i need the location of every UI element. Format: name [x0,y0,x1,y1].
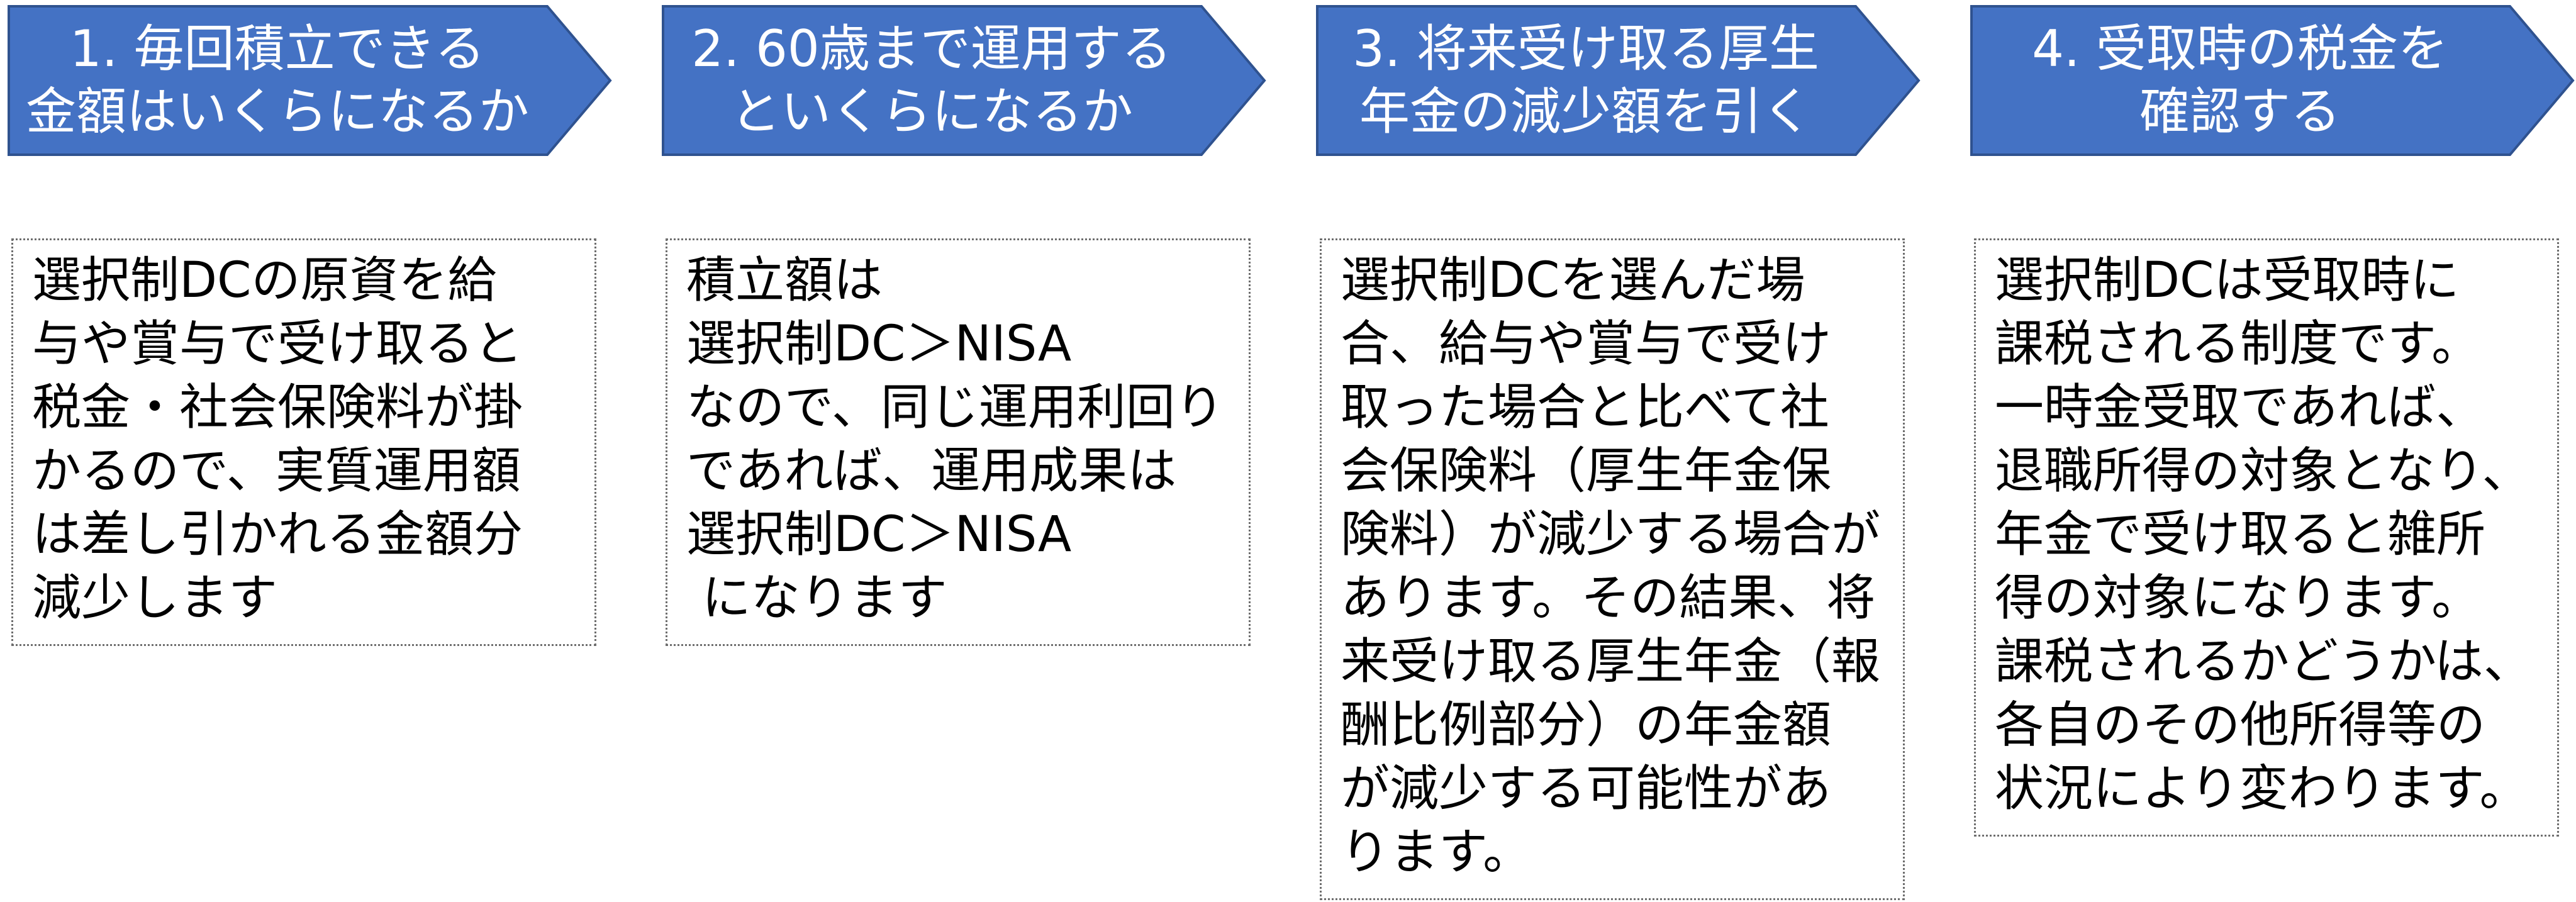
step-1-desc-line: かるので、実質運用額 [32,443,521,499]
step-3-desc-line: ります。 [1341,824,1532,881]
step-1-desc-line: 与や賞与で受け取ると [32,316,523,372]
step-3-desc-line: 険料）が減少する場合が [1341,506,1881,563]
step-2-arrow-label: 2. 60歳まで運用する といくらになるか [662,5,1202,156]
step-4-desc-line: 状況により変わります。 [1995,760,2529,817]
step-2-arrow: 2. 60歳まで運用する といくらになるか [662,5,1266,156]
step-3-desc-line: 取った場合と比べて社 [1341,379,1829,436]
step-3-description-box: 選択制DCを選んだ場 合、給与や賞与で受け 取った場合と比べて社 会保険料（厚生… [1320,238,1905,900]
step-1-desc-line: 税金・社会保険料が掛 [32,379,523,436]
step-2-desc-line: 選択制DC＞NISA [686,506,1072,563]
step-2-desc-line: であれば、運用成果は [686,443,1177,499]
step-1-desc-line: 選択制DCの原資を給 [32,252,497,309]
step-3-desc-line: 来受け取る厚生年金（報 [1341,633,1881,690]
step-3-arrow-shape [1316,5,1921,156]
step-1-arrow-label: 1. 毎回積立できる 金額はいくらになるか [8,5,547,156]
step-2-arrow-line-1: 2. 60歳まで運用する [691,19,1172,78]
step-2-desc-line: になります [686,570,947,626]
step-4-desc-line: 退職所得の対象となり、 [1995,443,2531,499]
step-3-desc-line: が減少する可能性があ [1341,760,1832,817]
step-2-arrow-line-2: といくらになるか [730,82,1133,141]
step-4-desc-line: 課税されるかどうかは、 [1995,633,2533,690]
step-3: 3. 将来受け取る厚生 年金の減少額を引く 選択制DCを選んだ場 合、給与や賞与… [1308,0,1921,902]
step-2-desc-line: 積立額は [686,252,883,309]
step-1-arrow-shape [8,5,612,156]
step-3-arrow-label: 3. 将来受け取る厚生 年金の減少額を引く [1316,5,1856,156]
step-4-description-box: 選択制DCは受取時に 課税される制度です。 一時金受取であれば、 退職所得の対象… [1974,238,2559,837]
step-1-desc-line: 減少します [32,570,278,626]
step-2: 2. 60歳まで運用する といくらになるか 積立額は 選択制DC＞NISA なの… [654,0,1266,902]
step-4-arrow: 4. 受取時の税金を 確認する [1970,5,2575,156]
step-2-desc-line: 選択制DC＞NISA [686,316,1072,372]
step-1-desc-line: は差し引かれる金額分 [32,506,523,563]
step-3-desc-line: 合、給与や賞与で受け [1341,316,1832,372]
step-4-desc-line: 課税される制度です。 [1995,316,2481,372]
step-1-arrow: 1. 毎回積立できる 金額はいくらになるか [8,5,612,156]
step-1-arrow-line-2: 金額はいくらになるか [26,82,529,141]
step-4-arrow-line-2: 確認する [2139,82,2341,141]
step-2-arrow-shape [662,5,1266,156]
step-3-desc-line: 会保険料（厚生年金保 [1341,443,1832,499]
step-4-arrow-line-1: 4. 受取時の税金を [2032,19,2448,78]
step-1: 1. 毎回積立できる 金額はいくらになるか 選択制DCの原資を給 与や賞与で受け… [0,0,612,902]
step-4-desc-line: 選択制DCは受取時に [1995,252,2460,309]
step-4-desc-line: 得の対象になります。 [1995,570,2481,626]
step-4: 4. 受取時の税金を 確認する 選択制DCは受取時に 課税される制度です。 一時… [1963,0,2575,902]
step-1-arrow-line-1: 1. 毎回積立できる [69,19,486,78]
step-4-arrow-label: 4. 受取時の税金を 確認する [1970,5,2510,156]
step-4-arrow-shape [1970,5,2575,156]
step-2-description-box: 積立額は 選択制DC＞NISA なので、同じ運用利回り であれば、運用成果は 選… [666,238,1251,646]
step-4-desc-line: 各自のその他所得等の [1995,697,2486,754]
step-2-desc-line: なので、同じ運用利回り [686,379,1224,436]
step-4-desc-line: 年金で受け取ると雑所 [1995,506,2486,563]
step-3-arrow: 3. 将来受け取る厚生 年金の減少額を引く [1316,5,1921,156]
step-4-desc-line: 一時金受取であれば、 [1995,379,2485,436]
step-3-desc-line: 酬比例部分）の年金額 [1341,697,1832,754]
step-3-arrow-line-2: 年金の減少額を引く [1359,82,1812,141]
step-3-desc-line: あります。その結果、将 [1341,570,1876,626]
step-1-description-box: 選択制DCの原資を給 与や賞与で受け取ると 税金・社会保険料が掛 かるので、実質… [11,238,596,646]
step-3-desc-line: 選択制DCを選んだ場 [1341,252,1805,309]
step-3-arrow-line-1: 3. 将来受け取る厚生 [1352,19,1819,78]
